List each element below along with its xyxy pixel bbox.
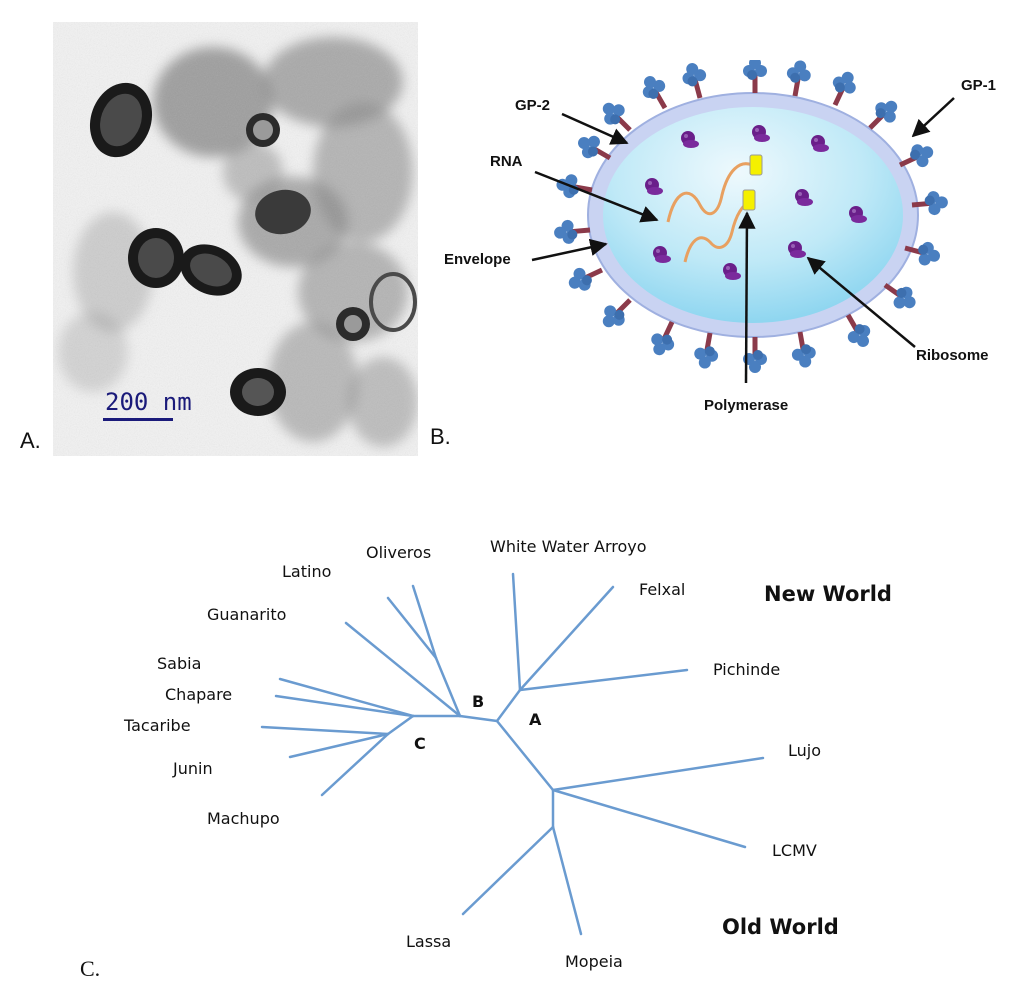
taxon-label-guanarito: Guanarito xyxy=(207,605,286,624)
gp2-arrow xyxy=(561,112,629,145)
taxon-label-chapare: Chapare xyxy=(165,685,232,704)
taxon-label-lassa: Lassa xyxy=(406,932,451,951)
taxon-label-junin: Junin xyxy=(172,759,213,778)
node-label-c: C xyxy=(414,734,426,753)
phylogenetic-tree: Oliveros White Water Arroyo Latino Felxa… xyxy=(123,537,892,971)
ribosome-label: Ribosome xyxy=(916,347,989,364)
scale-bar-label: 200 nm xyxy=(105,388,192,416)
node-label-a: A xyxy=(529,710,542,729)
virion-diagram: GP-2 GP-1 RNA Envelope Ribosome Polymera… xyxy=(444,60,996,414)
gp1-arrow xyxy=(911,97,955,138)
envelope-arrow xyxy=(531,238,608,262)
taxon-label-pichinde: Pichinde xyxy=(713,660,780,679)
group-label-old-world: Old World xyxy=(722,915,839,939)
taxon-label-machupo: Machupo xyxy=(207,809,280,828)
node-label-b: B xyxy=(472,692,484,711)
taxon-label-white-water-arroyo: White Water Arroyo xyxy=(490,537,647,556)
taxon-label-mopeia: Mopeia xyxy=(565,952,623,971)
taxon-label-latino: Latino xyxy=(282,562,331,581)
taxon-label-lcmv: LCMV xyxy=(772,841,817,860)
envelope-label: Envelope xyxy=(444,251,511,268)
rna-label: RNA xyxy=(490,153,523,170)
taxon-label-sabia: Sabia xyxy=(157,654,201,673)
taxon-label-tacaribe: Tacaribe xyxy=(123,716,191,735)
polymerase-arrow xyxy=(738,211,756,384)
polymerase-protein xyxy=(742,189,756,211)
rna-arrow xyxy=(534,170,659,223)
panel-letter-a: A. xyxy=(20,428,41,453)
electron-micrograph: 200 nm xyxy=(53,22,418,456)
gp2-label: GP-2 xyxy=(515,97,550,114)
taxon-label-oliveros: Oliveros xyxy=(366,543,431,562)
polymerase-protein xyxy=(749,154,763,176)
virion-particles xyxy=(89,82,417,416)
taxon-labels: Oliveros White Water Arroyo Latino Felxa… xyxy=(123,537,821,971)
tree-branches xyxy=(260,572,765,936)
panel-letter-c: C. xyxy=(80,956,101,981)
polymerase-label: Polymerase xyxy=(704,397,788,414)
panel-letter-b: B. xyxy=(430,424,451,449)
gp1-label: GP-1 xyxy=(961,77,996,94)
taxon-label-lujo: Lujo xyxy=(788,741,821,760)
group-label-new-world: New World xyxy=(764,582,892,606)
ribosome-arrow xyxy=(806,256,916,348)
taxon-label-felxal: Felxal xyxy=(639,580,685,599)
scale-bar xyxy=(103,418,173,421)
